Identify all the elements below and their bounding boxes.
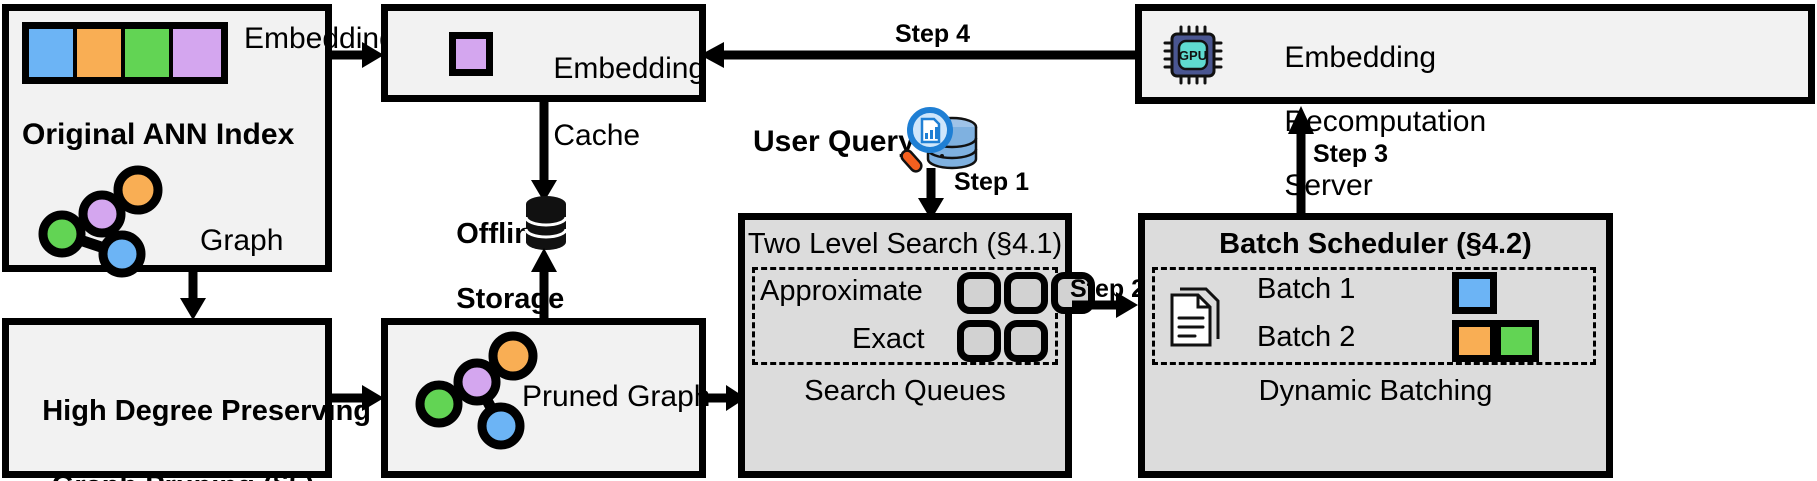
arrow-search-to-scheduler (1072, 290, 1138, 320)
recomputation-server-title: Embedding Recomputation Server (1251, 10, 1486, 235)
arrow-scheduler-to-server (1286, 106, 1316, 216)
documents-icon (1168, 285, 1226, 349)
database-cylinder-icon (524, 195, 568, 251)
approximate-queue-row (957, 272, 1095, 314)
embedding-cell-4 (173, 29, 221, 77)
search-queues-footer: Search Queues (804, 375, 1006, 407)
step-1-label: Step 1 (954, 168, 1030, 196)
embedding-cache-title-line2: Cache (553, 118, 641, 152)
graph-pruning-line2: Graph Pruning (§5) (52, 470, 315, 481)
arrow-index-to-cache (332, 40, 384, 70)
exact-row-label: Exact (852, 323, 925, 355)
embedding-cell-2 (77, 29, 125, 77)
recomputation-server-panel (1135, 4, 1815, 104)
batch-1-label: Batch 1 (1257, 273, 1356, 305)
svg-text:GPU: GPU (1179, 48, 1207, 63)
batch-1-swatch-1 (1452, 272, 1497, 314)
embedding-cache-swatch (449, 32, 493, 76)
queue-cell[interactable] (1004, 272, 1048, 314)
step-3-label: Step 3 (1313, 140, 1389, 168)
graph-pruning-panel (2, 318, 332, 478)
user-query-label: User Query (753, 125, 915, 158)
pruned-graph-visual (415, 331, 555, 450)
arrow-server-to-cache (700, 40, 1140, 70)
arrow-pruned-to-storage (529, 248, 559, 320)
original-index-graph (38, 165, 190, 278)
recomputation-server-line3: Server (1284, 169, 1373, 203)
step-4-label: Step 4 (895, 20, 971, 48)
search-queues-dashed-container (752, 267, 1058, 365)
arrow-pruning-to-pruned-graph (332, 383, 384, 413)
step-2-label: Step 2 (1070, 275, 1146, 303)
recomputation-server-line1: Embedding (1284, 41, 1437, 75)
batch-scheduler-title: Batch Scheduler (§4.2) (1219, 228, 1532, 260)
batch-2-label: Batch 2 (1257, 321, 1356, 353)
embedding-cache-title-line1: Embedding (553, 51, 706, 85)
original-ann-index-title: Original ANN Index (22, 118, 295, 151)
queue-cell[interactable] (1004, 320, 1048, 362)
arrow-cache-to-storage (529, 102, 559, 202)
batch-2-swatch-1 (1452, 320, 1497, 362)
gpu-chip-icon: GPU (1163, 25, 1225, 85)
approximate-row-label: Approximate (760, 275, 923, 307)
embedding-strip (22, 22, 228, 84)
arrow-pruned-to-search (706, 383, 746, 413)
embedding-cell-1 (29, 29, 77, 77)
recomputation-server-line2: Recomputation (1284, 105, 1487, 139)
graph-pruning-title: High Degree Preserving Graph Pruning (§5… (10, 355, 371, 481)
original-graph-label: Graph (200, 224, 284, 257)
query-search-database-icon (900, 105, 980, 177)
exact-queue-row (957, 320, 1048, 362)
dynamic-batching-footer: Dynamic Batching (1258, 375, 1493, 407)
batch-2-swatch-2 (1494, 320, 1539, 362)
arrow-index-to-pruning (178, 272, 208, 320)
embedding-cell-3 (125, 29, 173, 77)
arrow-query-to-search (916, 168, 946, 220)
pruned-graph-label: Pruned Graph (522, 380, 711, 413)
queue-cell[interactable] (957, 320, 1001, 362)
embedding-cache-panel (381, 4, 706, 102)
two-level-search-title: Two Level Search (§4.1) (747, 228, 1063, 260)
embedding-cache-title: Embedding Cache (520, 18, 705, 186)
dynamic-batching-dashed-container (1152, 267, 1596, 365)
queue-cell[interactable] (957, 272, 1001, 314)
graph-pruning-line1: High Degree Preserving (42, 394, 372, 427)
